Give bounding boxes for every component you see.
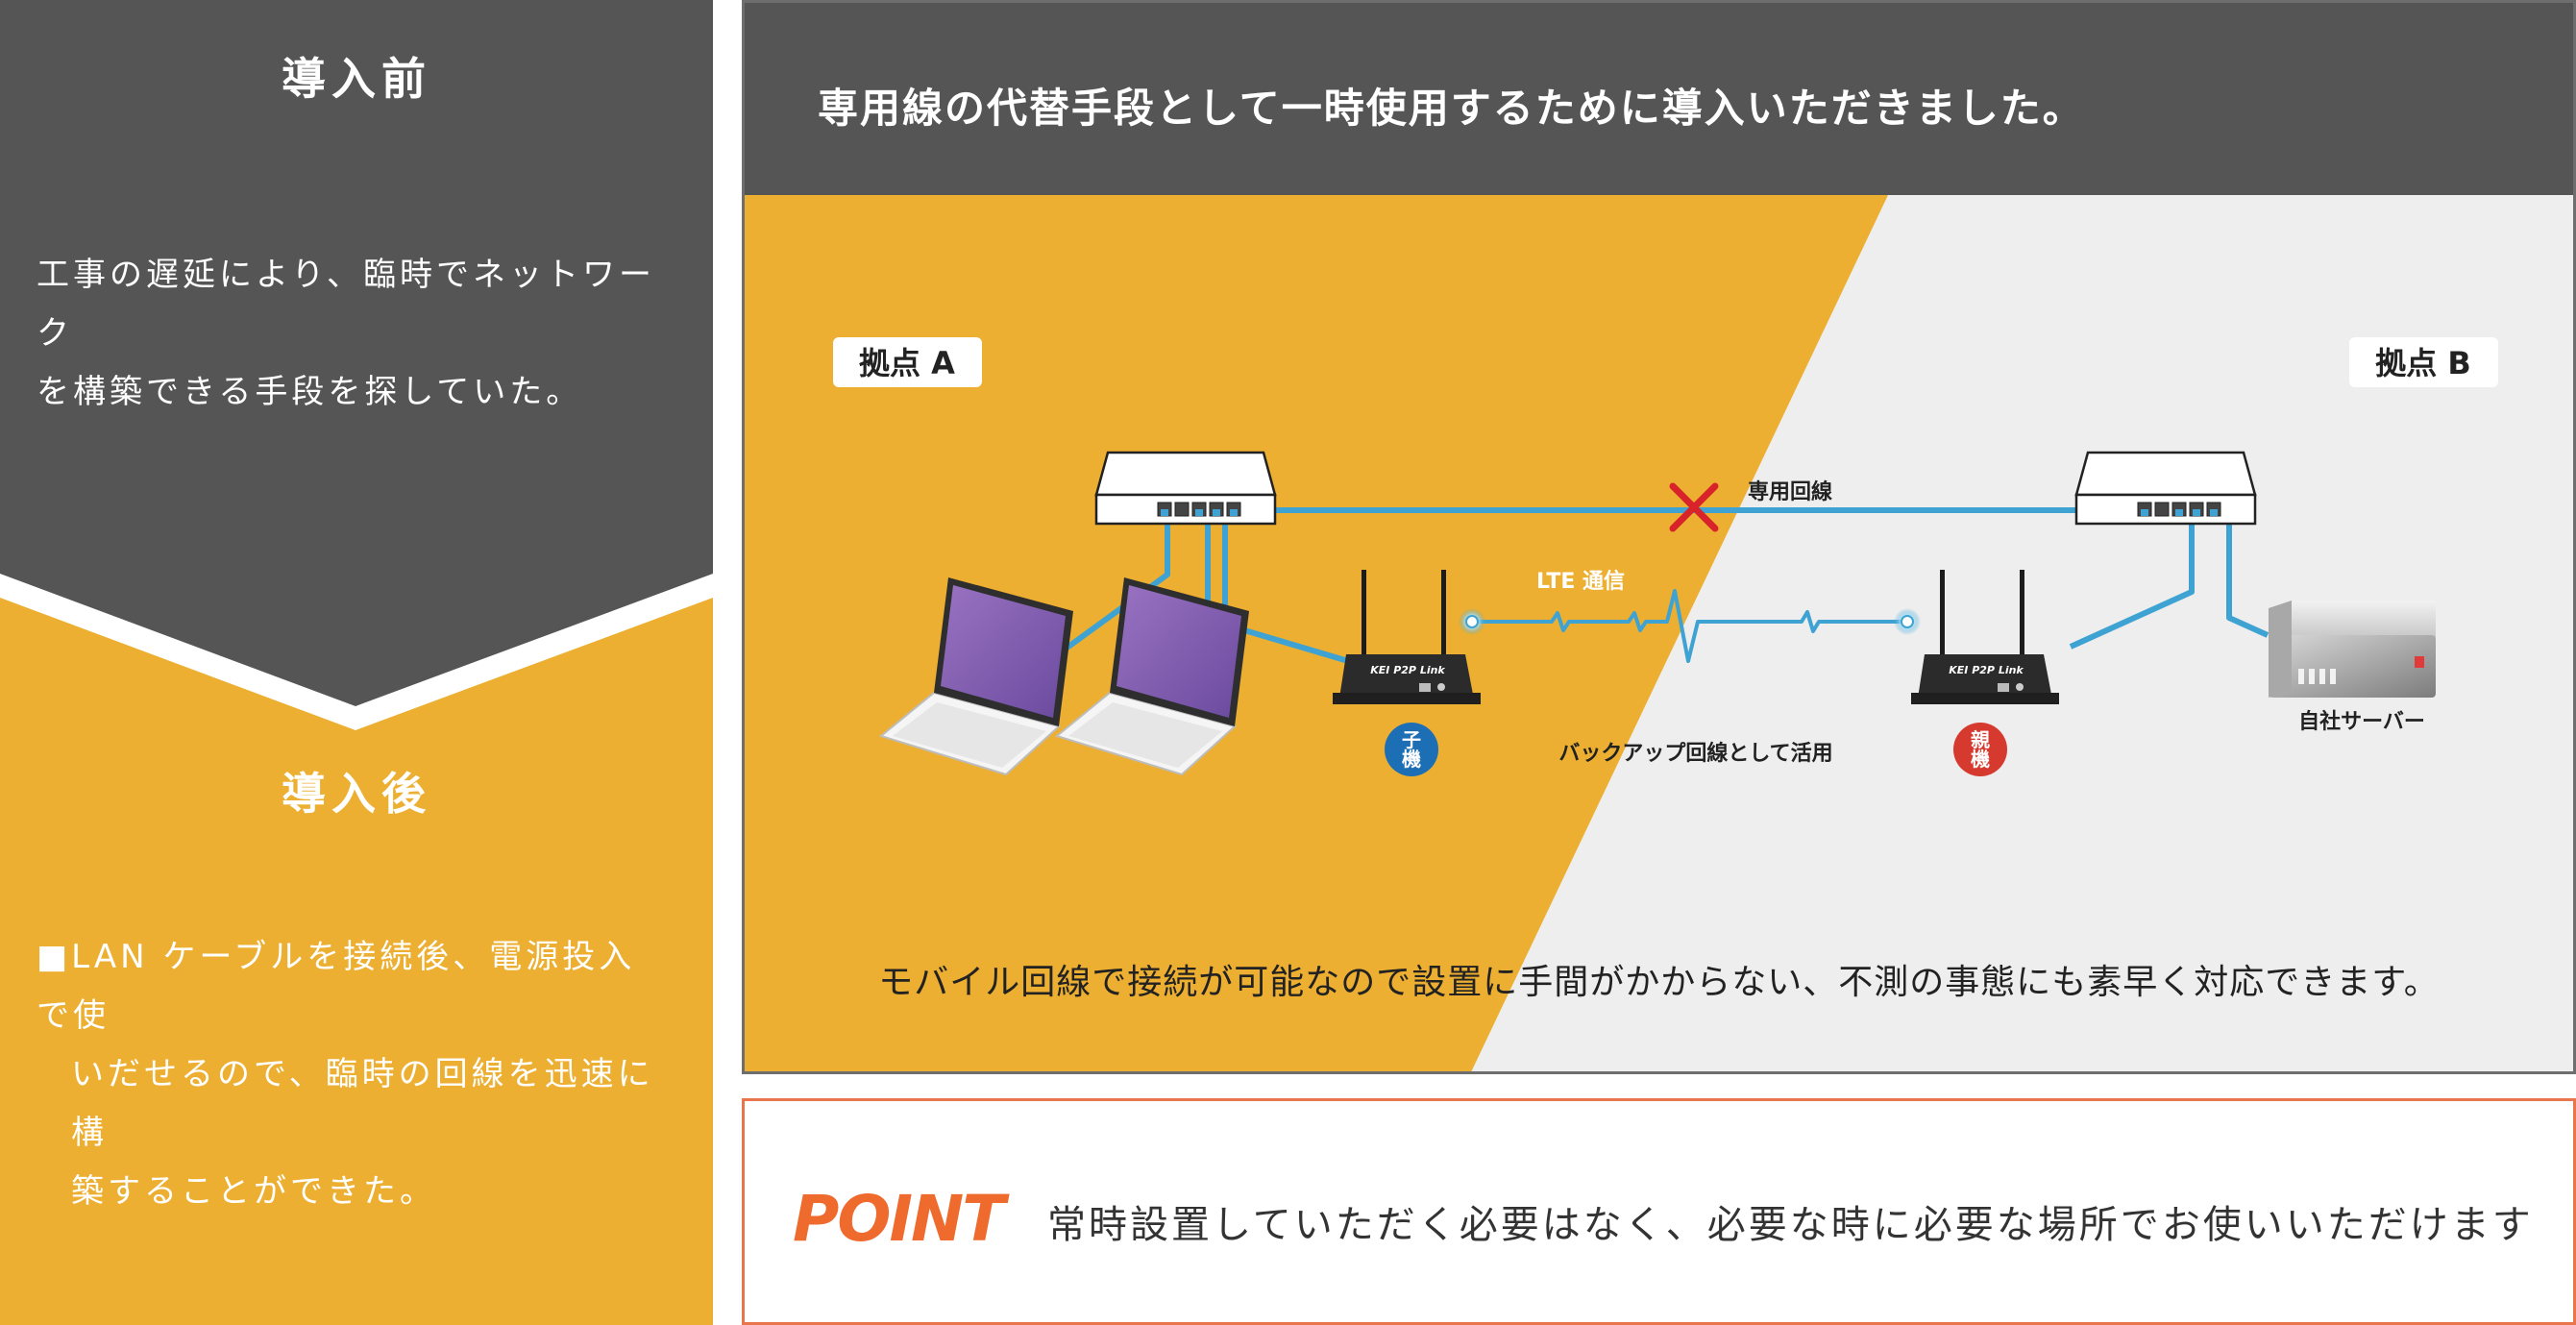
router-icon: KEI P2P Link (1911, 570, 2059, 704)
after-panel-bg (0, 598, 713, 1325)
point-label: POINT (793, 1182, 1005, 1256)
after-description-line: ■LAN ケーブルを接続後、電源投入で使 (37, 938, 636, 1035)
site-b-label: 拠点 B (2349, 337, 2498, 387)
server-cable (2226, 517, 2269, 638)
diagram-yellow-bg (745, 195, 1888, 1071)
point-box: POINT 常時設置していただく必要はなく、必要な時に必要な場所でお使いいただけ… (742, 1098, 2576, 1325)
after-description-line: いだせるので、臨時の回線を迅速に構 (71, 1055, 654, 1152)
lte-wave (1472, 589, 1907, 663)
after-description: ■LAN ケーブルを接続後、電源投入で使 いだせるので、臨時の回線を迅速に構 築… (37, 928, 671, 1221)
main-header-text: 専用線の代替手段として一時使用するために導入いただきました。 (818, 85, 2085, 132)
network-diagram: 拠点 A 拠点 B 専用回線 LTE 通信 バックアップ回線として活用 自社サー… (745, 195, 2573, 1071)
svg-text:機: 機 (1402, 748, 1421, 771)
svg-text:機: 機 (1971, 748, 1990, 771)
left-column: 導入前 工事の遅延により、臨時でネットワーク を構築できる手段を探していた。 導… (0, 0, 713, 1325)
before-title: 導入前 (282, 53, 431, 105)
svg-text:子: 子 (1402, 728, 1421, 751)
point-text: 常時設置していただく必要はなく、必要な時に必要な場所でお使いいただけます (1047, 1203, 2534, 1247)
switch-icon (1094, 451, 1277, 526)
before-description: 工事の遅延により、臨時でネットワーク を構築できる手段を探していた。 (37, 246, 671, 422)
cross-icon (1669, 482, 1719, 532)
after-title: 導入後 (282, 768, 431, 820)
leased-line-label: 専用回線 (1748, 479, 1832, 504)
parent-router-cable (2069, 517, 2195, 650)
before-chevron-bg (0, 0, 713, 706)
left-background (0, 0, 713, 1325)
switch-icon (2074, 451, 2257, 526)
svg-text:KEI P2P Link: KEI P2P Link (1949, 664, 2024, 676)
router-icon: KEI P2P Link (1333, 570, 1481, 704)
svg-text:拠点 B: 拠点 B (2375, 345, 2471, 381)
main-header: 専用線の代替手段として一時使用するために導入いただきました。 (745, 3, 2573, 195)
backup-line-label: バックアップ回線として活用 (1558, 741, 1832, 766)
after-description-line: 築することができた。 (71, 1172, 436, 1211)
svg-text:KEI P2P Link: KEI P2P Link (1370, 664, 1445, 676)
diagram-caption: モバイル回線で接続が可能なので設置に手間がかからない、不測の事態にも素早く対応で… (878, 963, 2440, 1002)
child-badge: 子 機 (1385, 723, 1438, 776)
server-icon (2269, 601, 2436, 698)
before-description-line: 工事の遅延により、臨時でネットワーク (37, 256, 655, 353)
svg-text:拠点 A: 拠点 A (859, 345, 955, 381)
laptop-icon (1054, 577, 1249, 776)
parent-badge: 親 機 (1953, 723, 2007, 776)
server-label: 自社サーバー (2298, 709, 2425, 734)
before-description-line: を構築できる手段を探していた。 (37, 373, 583, 411)
main-panel: 専用線の代替手段として一時使用するために導入いただきました。 (742, 0, 2576, 1074)
site-a-label: 拠点 A (833, 337, 982, 387)
lte-label: LTE 通信 (1536, 569, 1625, 594)
svg-text:親: 親 (1971, 728, 1990, 751)
laptop-icon (878, 577, 1073, 776)
